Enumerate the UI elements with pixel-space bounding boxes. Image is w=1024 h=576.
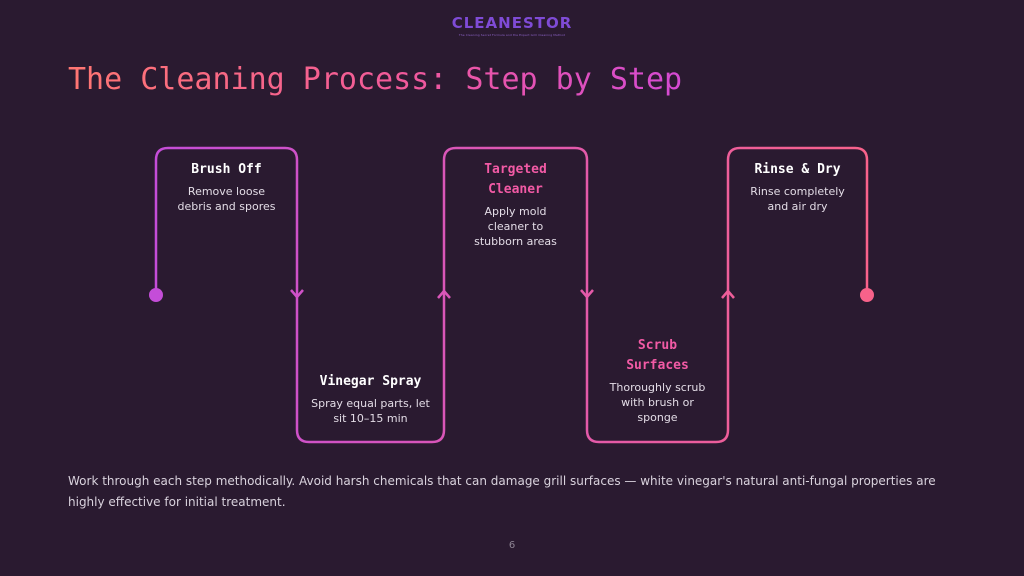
step-description: Apply mold cleaner to stubborn areas	[474, 205, 557, 248]
step-title: Scrub Surfaces	[626, 338, 689, 373]
up-arrow-icon	[437, 289, 451, 299]
step-title: Rinse & Dry	[754, 162, 841, 177]
step-title: Targeted Cleaner	[484, 162, 547, 197]
step-description: Spray equal parts, let sit 10–15 min	[311, 397, 430, 425]
flow-line	[154, 146, 869, 444]
up-arrow-icon	[721, 289, 735, 299]
step-rinse-dry: Rinse & Dry Rinse completely and air dry	[728, 160, 867, 214]
step-description: Rinse completely and air dry	[750, 185, 845, 213]
step-vinegar-spray: Vinegar Spray Spray equal parts, let sit…	[297, 372, 444, 426]
page-title: The Cleaning Process: Step by Step	[68, 62, 683, 97]
brand-logo: CLEANESTOR	[451, 14, 573, 32]
step-description: Thoroughly scrub with brush or sponge	[609, 381, 706, 424]
step-description: Remove loose debris and spores	[177, 185, 276, 213]
start-dot	[149, 288, 163, 302]
summary-text: Work through each step methodically. Avo…	[68, 474, 936, 509]
step-brush-off: Brush Off Remove loose debris and spores	[156, 160, 297, 214]
brand-tagline: The Cleaning Secret Formula and the Expe…	[458, 33, 566, 37]
step-scrub-surfaces: Scrub Surfaces Thoroughly scrub with bru…	[587, 336, 728, 425]
down-arrow-icon	[290, 289, 304, 299]
step-title: Brush Off	[191, 162, 262, 177]
step-targeted-cleaner: Targeted Cleaner Apply mold cleaner to s…	[444, 160, 587, 249]
page-number: 6	[508, 540, 516, 551]
step-title: Vinegar Spray	[319, 374, 422, 389]
down-arrow-icon	[580, 289, 594, 299]
end-dot	[860, 288, 874, 302]
brand-header: CLEANESTOR The Cleaning Secret Formula a…	[0, 14, 1024, 37]
